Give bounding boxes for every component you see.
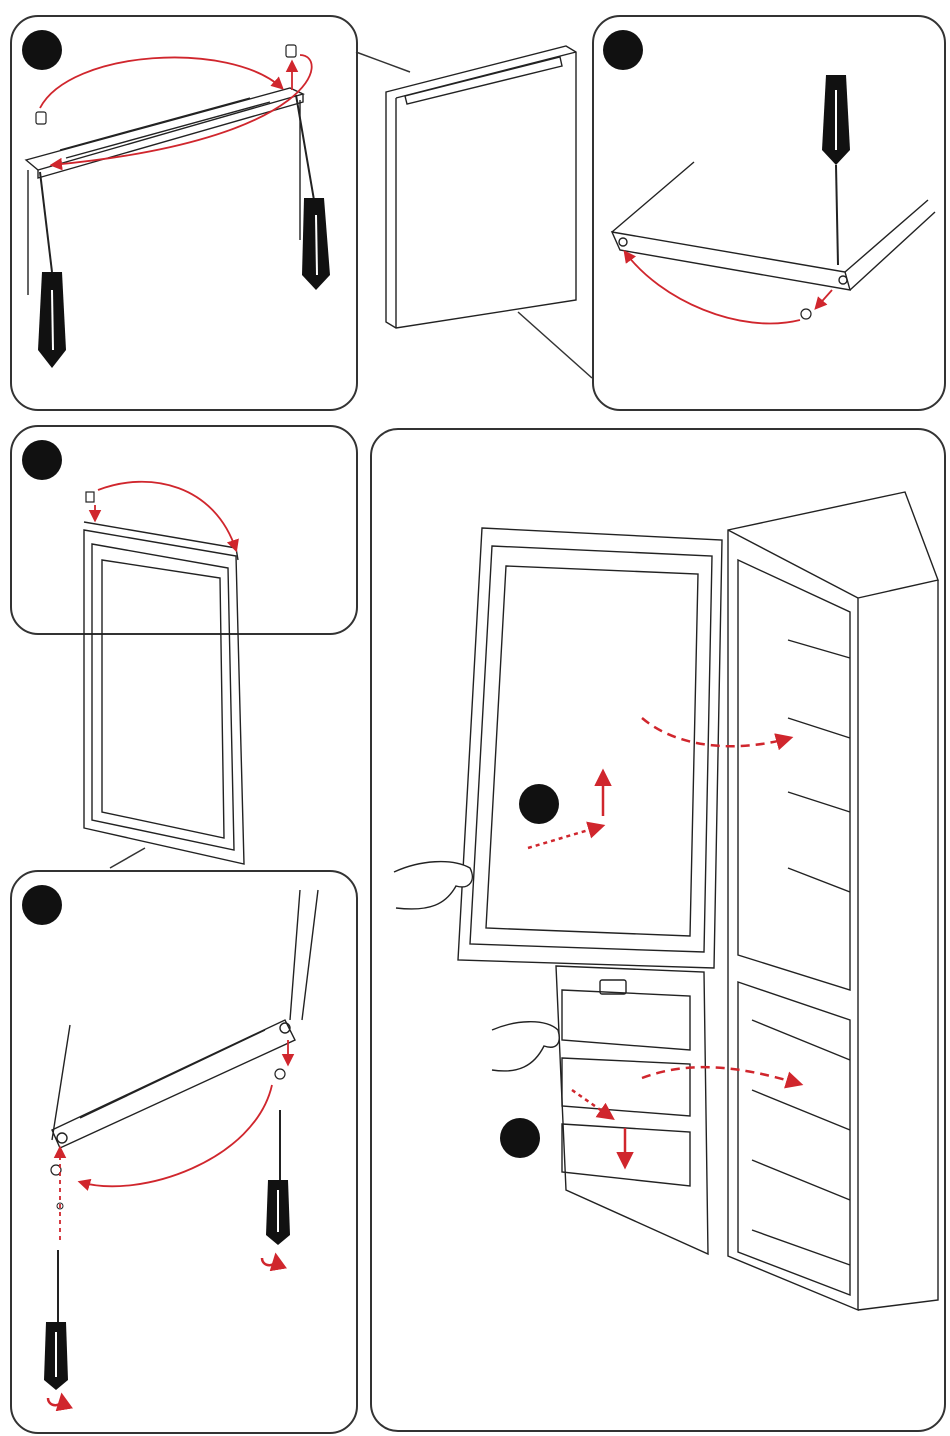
screwdriver-icon — [822, 75, 850, 265]
door-top-frame — [26, 88, 303, 295]
move-arrow — [95, 482, 236, 550]
screw-icon — [801, 309, 811, 319]
hinge-arrows — [60, 1040, 288, 1240]
screw-icon — [86, 492, 94, 502]
fridge-door-upper-open — [458, 528, 722, 968]
screwdriver-icon — [266, 1110, 290, 1245]
hinge-parts — [51, 1069, 285, 1209]
fridge-cabinet — [728, 492, 938, 1310]
fridge-door-lower-open — [556, 966, 708, 1254]
door-bottom-edge — [52, 890, 318, 1148]
swap-arrows — [40, 55, 312, 165]
screwdriver-icon — [44, 1250, 68, 1390]
fridge-door-closed — [386, 46, 576, 328]
cabinet-bottom-edge — [612, 162, 935, 290]
fridge-door-inside — [84, 522, 244, 864]
rotate-arrow-icon — [48, 1256, 276, 1405]
screwdriver-icon — [38, 172, 66, 368]
screwdriver-icon — [296, 95, 330, 290]
connector-lines — [110, 52, 592, 868]
hand-icon — [394, 862, 559, 1071]
